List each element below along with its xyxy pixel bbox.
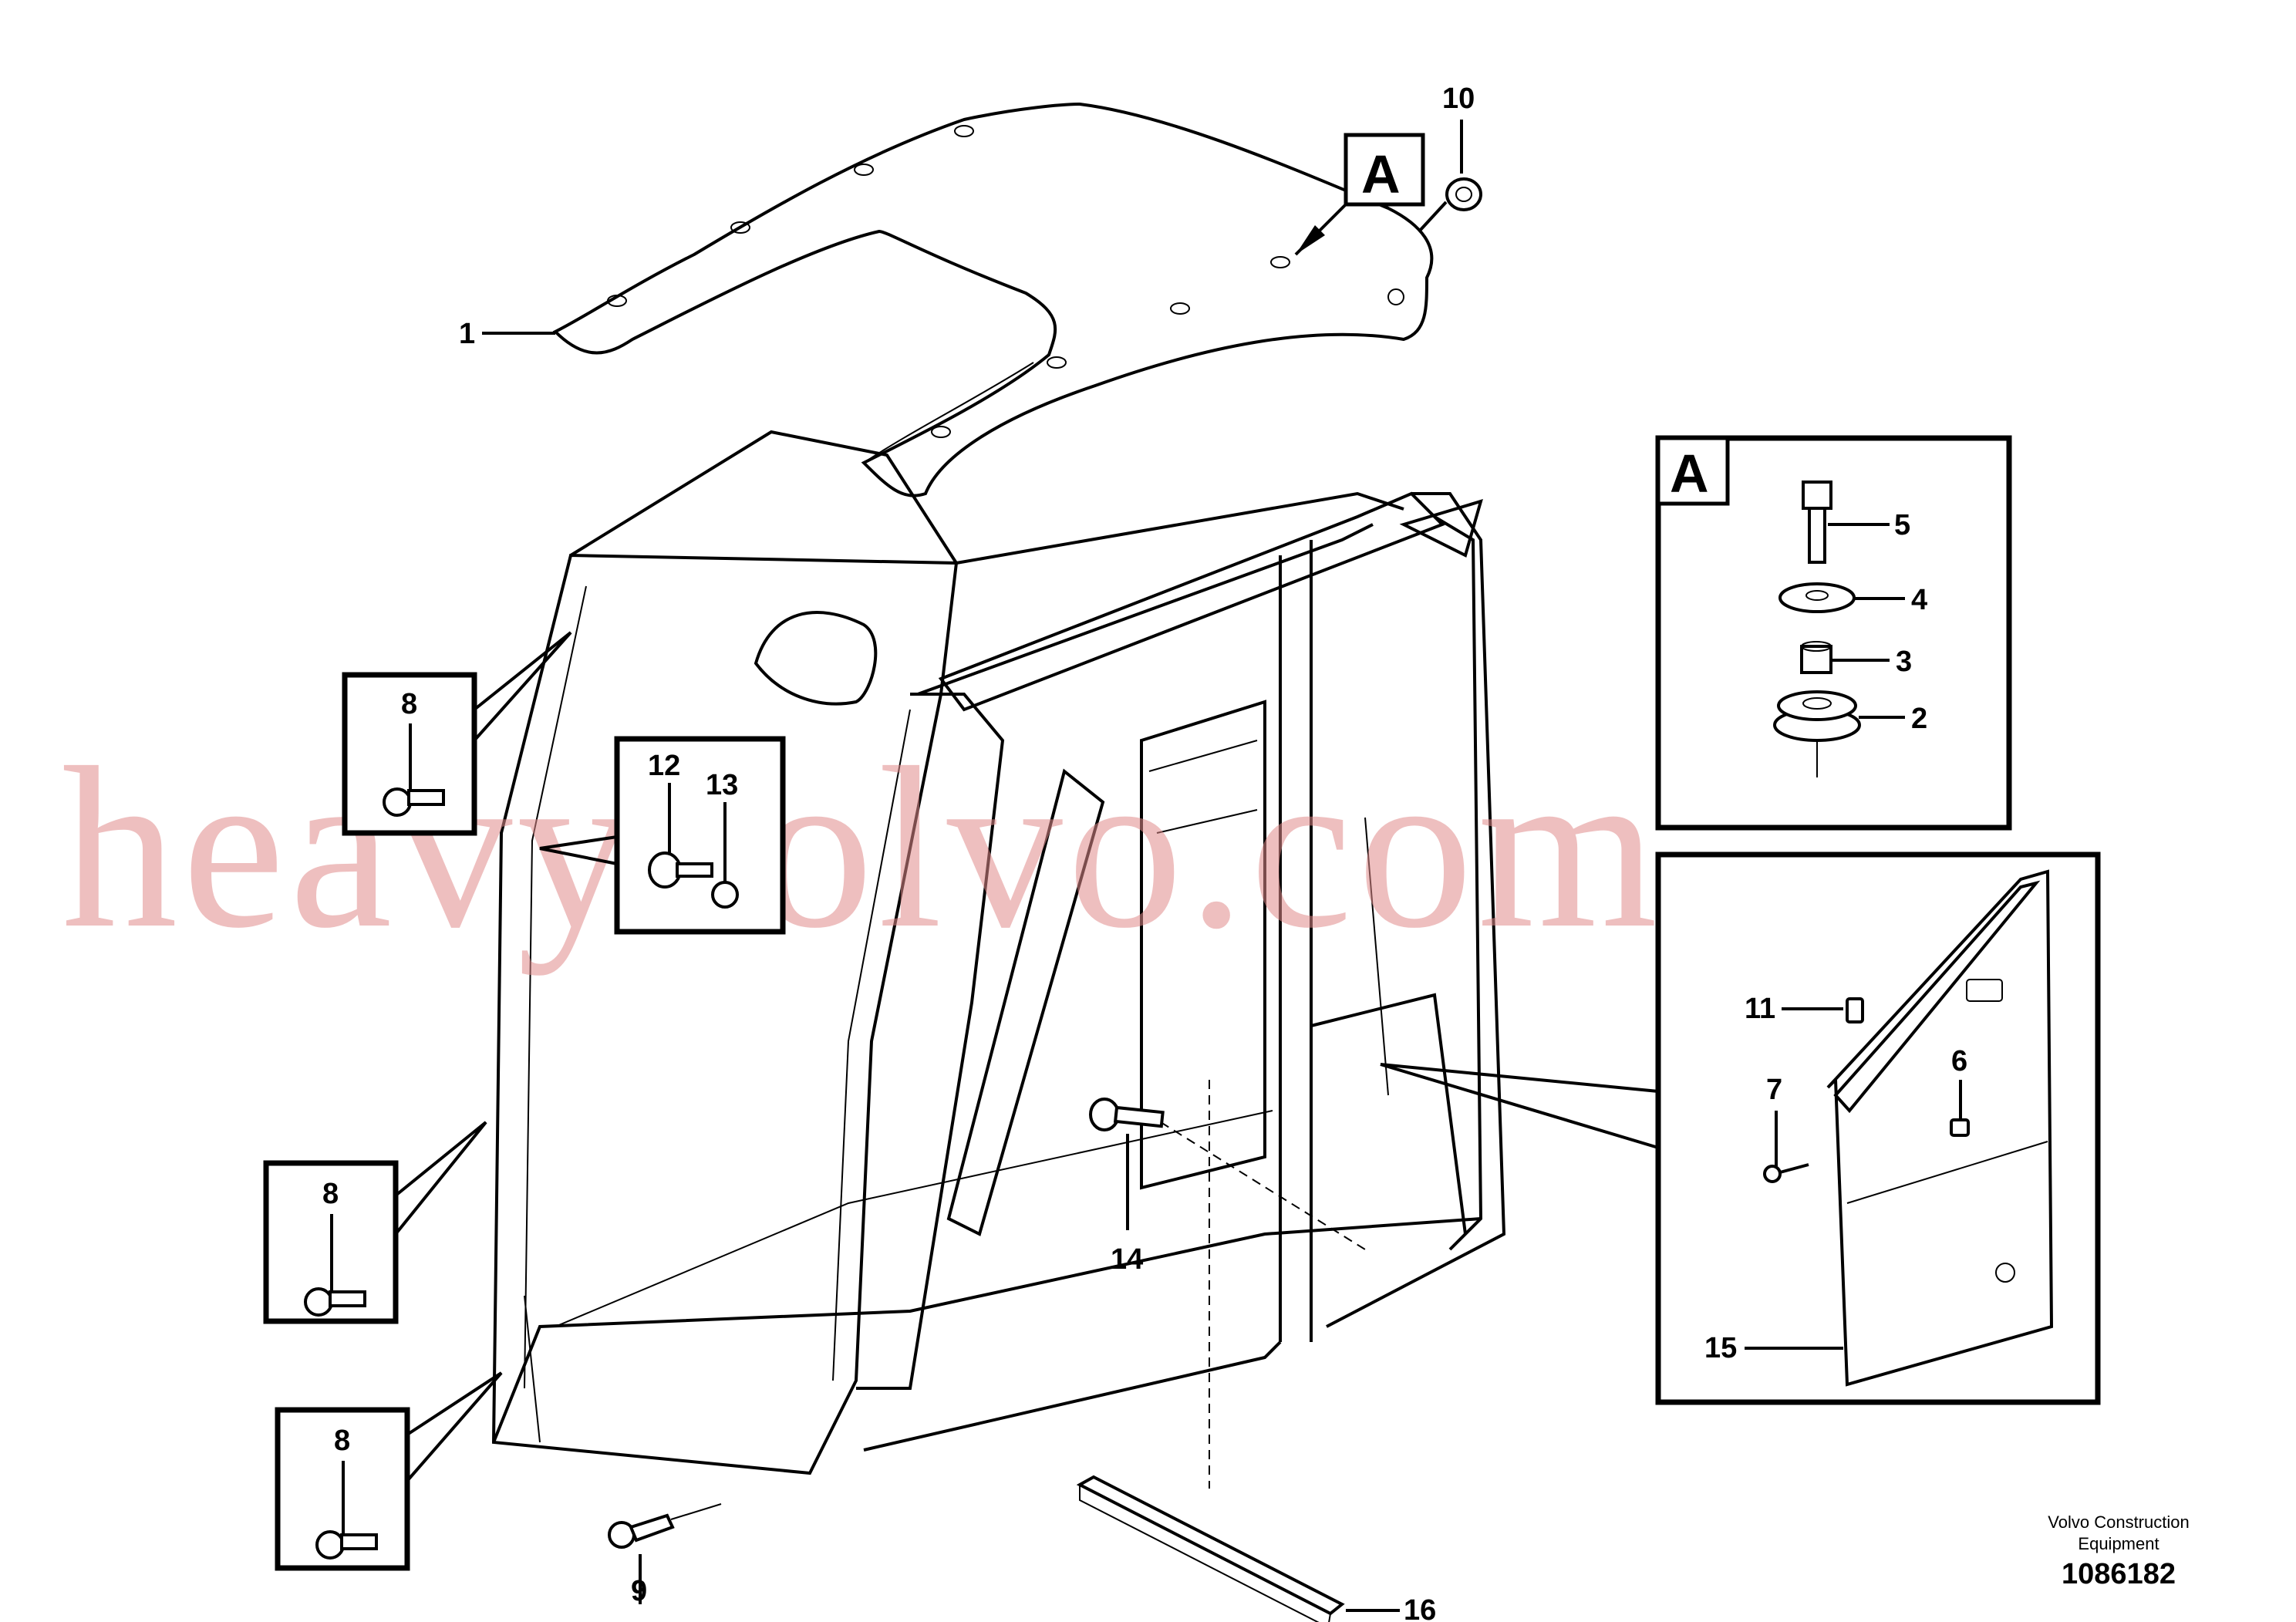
footer-company-line1: Volvo Construction [2048, 1512, 2190, 1532]
callout-8-top: 8 [401, 688, 417, 720]
callout-2: 2 [1911, 703, 1927, 735]
roof-bolt-holes [607, 125, 1404, 438]
callout-10: 10 [1442, 83, 1475, 115]
hinge-bolt-detail-box: 12 13 [539, 736, 786, 935]
callout-16: 16 [1404, 1594, 1436, 1622]
drawing-number: 1086182 [2062, 1558, 2176, 1590]
callout-4: 4 [1911, 584, 1927, 616]
callout-6: 6 [1951, 1045, 1967, 1077]
callout-13: 13 [706, 769, 738, 801]
callout-11: 11 [1745, 993, 1775, 1025]
roof-panel [552, 102, 1434, 497]
bolt-8-detail-box-bottom: 8 [275, 1371, 503, 1571]
callout-14: 14 [1111, 1243, 1143, 1276]
bolt-8-detail-box-top: 8 [342, 631, 572, 836]
cab-frame [491, 430, 1506, 1475]
callout-5: 5 [1894, 509, 1910, 541]
side-panel-detail-box: 11 6 7 15 [1380, 851, 2101, 1405]
callout-9: 9 [631, 1575, 647, 1607]
footer-company: Volvo Construction Equipment [2003, 1512, 2234, 1555]
callout-15: 15 [1704, 1332, 1737, 1364]
part-14-bolt: 14 [1089, 1098, 1366, 1276]
roof-detail-marker: A [1294, 133, 1425, 256]
part-10-cap: 10 [1418, 83, 1482, 233]
callout-8-middle: 8 [322, 1178, 339, 1210]
part-16-seal-strip: 16 [1076, 1080, 1436, 1622]
footer-company-line2: Equipment [2078, 1534, 2159, 1553]
callout-8-bottom: 8 [334, 1425, 350, 1457]
detail-a-box: A 5 4 3 2 [1655, 435, 2012, 831]
watermark-text: heavyvolvo.com [62, 720, 1662, 976]
bolt-8-detail-box-middle: 8 [263, 1121, 487, 1324]
roof-marker-letter: A [1361, 144, 1401, 204]
callout-12: 12 [648, 750, 680, 782]
detail-box-letter: A [1670, 443, 1709, 504]
callout-1: 1 [459, 318, 475, 350]
callout-1-group: 1 [459, 318, 555, 350]
part-9-bolt: 9 [608, 1503, 722, 1607]
callout-3: 3 [1896, 646, 1912, 678]
callout-7: 7 [1766, 1074, 1782, 1106]
